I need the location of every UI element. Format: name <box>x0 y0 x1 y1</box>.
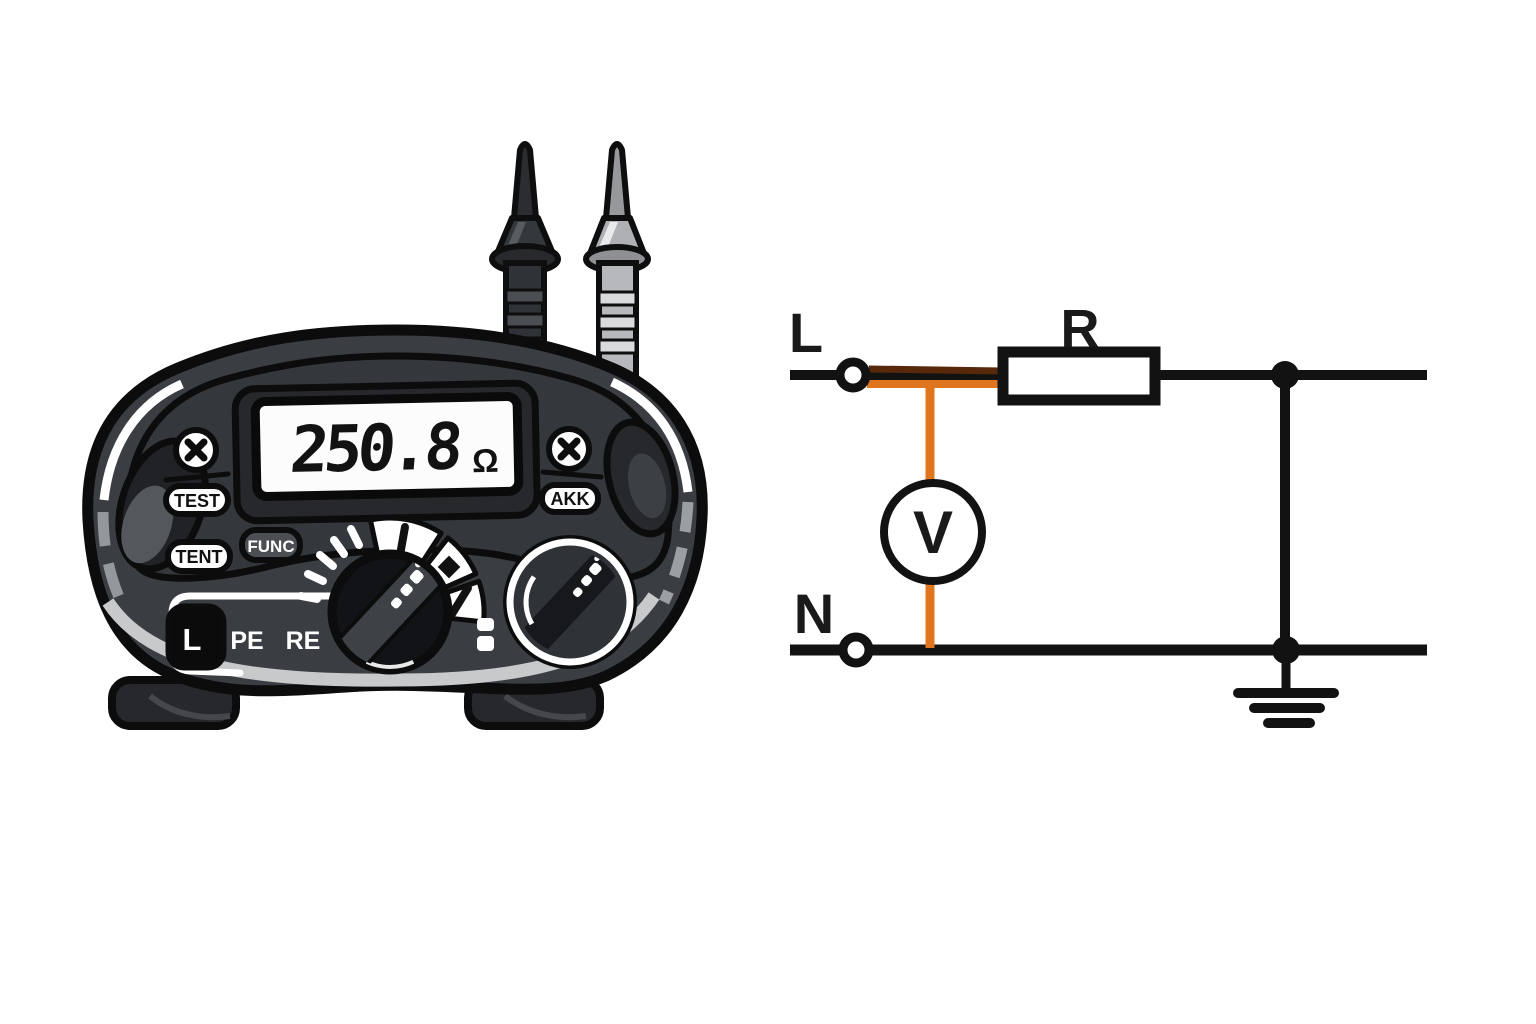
port-label-re: RE <box>286 627 321 655</box>
knob-highlight <box>523 575 537 626</box>
circuit-diagram: R V L N <box>789 299 1427 728</box>
probe-tip <box>603 141 631 221</box>
probe-cone-highlight <box>597 222 618 252</box>
dial-separator-dots <box>477 618 494 651</box>
probe-wire-orange <box>867 365 1002 648</box>
tent-button: TENT <box>165 539 233 574</box>
terminal-l-icon <box>835 357 871 393</box>
x-mark-icon <box>184 438 208 462</box>
resistor-symbol: R <box>997 299 1161 406</box>
x-mark-icon <box>557 437 581 461</box>
trim-right-gray <box>659 501 694 605</box>
foot-left-detail <box>148 693 231 721</box>
scale-tick-dashes <box>297 525 363 603</box>
junction-dot-bottom <box>1272 636 1300 664</box>
installation-tester: 250.8 Ω TEST AKK <box>82 141 708 730</box>
foot-right-detail <box>503 693 587 721</box>
display-screen <box>250 391 524 502</box>
probe-tip <box>511 141 539 221</box>
tent-button-label: TENT <box>176 547 223 567</box>
cancel-button-left <box>173 427 219 473</box>
func-button-label: FUNC <box>247 537 294 556</box>
neutral-label: N <box>794 582 834 645</box>
scale-mark-tick <box>396 523 409 559</box>
probe-wire-dark-segment <box>868 365 1002 375</box>
line-label: L <box>789 301 823 364</box>
port-key-l: L <box>165 603 227 671</box>
trim-right-white <box>610 377 693 493</box>
resistor-label: R <box>1061 299 1100 359</box>
port-label-pe: PE <box>230 627 263 655</box>
trim-left-gray <box>97 511 129 611</box>
resistor-box <box>997 346 1161 406</box>
left-grip <box>115 437 209 573</box>
scale-mark-slash <box>448 584 472 618</box>
divider-line-left <box>163 471 231 483</box>
junction-dot-top <box>1271 361 1299 389</box>
test-probe-right-icon <box>583 141 651 406</box>
divider-line-right <box>540 469 604 480</box>
trim-left-white <box>99 379 184 501</box>
terminal-n-icon <box>838 632 874 668</box>
display-reading: 250.8 <box>287 410 462 488</box>
voltmeter-symbol: V <box>880 479 986 585</box>
display-unit: Ω <box>472 442 499 480</box>
device-feet <box>108 676 604 730</box>
test-button-label: TEST <box>174 491 220 511</box>
test-button: TEST <box>163 483 231 517</box>
cancel-button-right <box>546 426 592 472</box>
voltmeter-circle <box>880 479 986 585</box>
port-label-l: L <box>183 622 202 657</box>
probe-shaft-bands <box>597 290 638 355</box>
voltmeter-label: V <box>913 499 953 566</box>
lcd-display: 250.8 Ω <box>231 379 541 525</box>
rotary-dial-main <box>327 549 453 675</box>
func-button: FUNC <box>239 527 303 563</box>
rotary-dial-secondary <box>503 535 637 669</box>
right-grip <box>603 418 679 538</box>
akk-button-label: AKK <box>551 489 590 509</box>
akk-button: AKK <box>539 482 601 515</box>
